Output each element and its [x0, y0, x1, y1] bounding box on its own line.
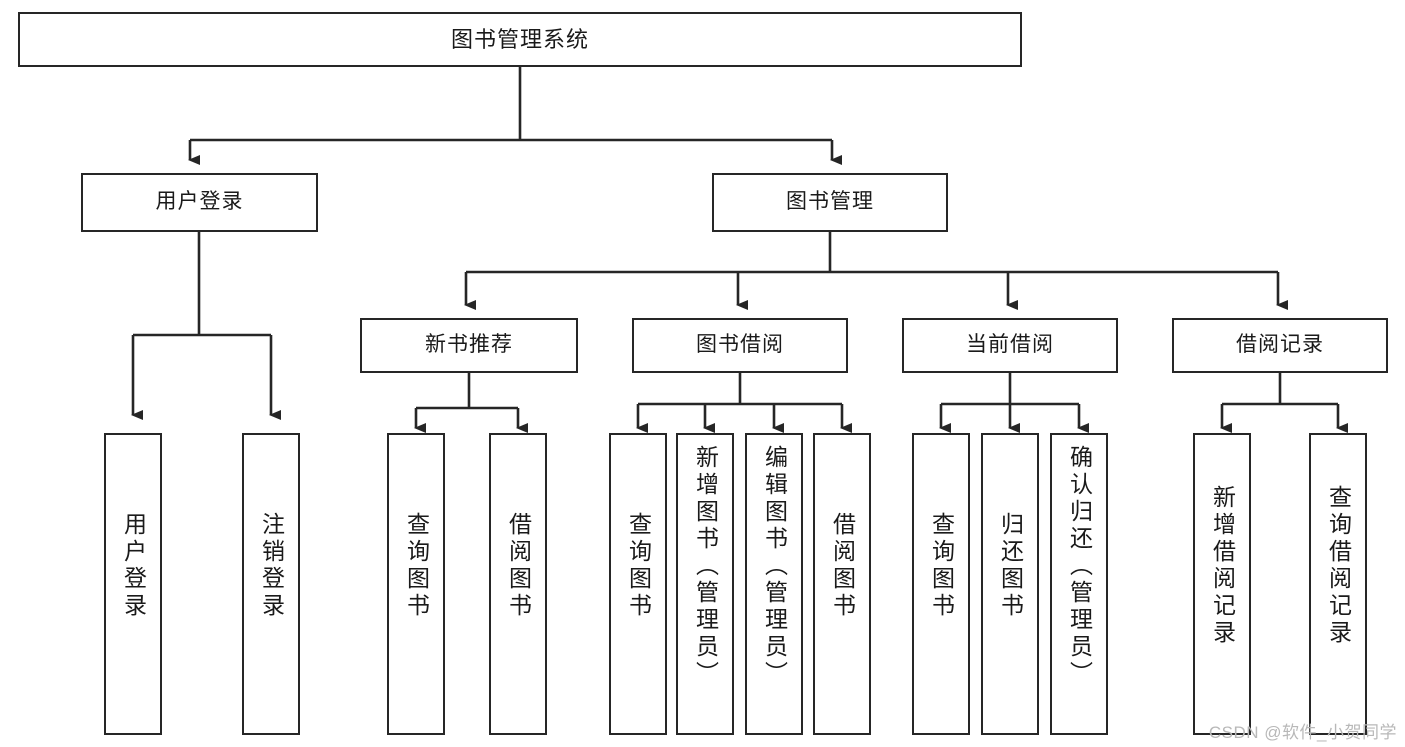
node-label: 查询图书 — [928, 512, 955, 620]
node-borrow-records[interactable]: 借阅记录 — [1172, 318, 1388, 373]
leaf-add-borrow-record[interactable]: 新增借阅记录 — [1193, 433, 1251, 735]
leaf-query-book-borrow[interactable]: 查询图书 — [609, 433, 667, 735]
node-book-management[interactable]: 图书管理 — [712, 173, 948, 232]
node-label: 图书管理 — [786, 190, 874, 214]
leaf-return-book[interactable]: 归还图书 — [981, 433, 1039, 735]
node-label: 图书借阅 — [696, 333, 784, 357]
leaf-edit-book-admin[interactable]: 编辑图书（管理员） — [745, 433, 803, 735]
leaf-borrow-book[interactable]: 借阅图书 — [813, 433, 871, 735]
node-label: 查询借阅记录 — [1325, 485, 1352, 647]
node-label: 归还图书 — [997, 512, 1024, 620]
leaf-confirm-return-admin[interactable]: 确认归还（管理员） — [1050, 433, 1108, 735]
node-label: 新增借阅记录 — [1209, 485, 1236, 647]
node-label: 当前借阅 — [966, 333, 1054, 357]
node-label: 编辑图书（管理员） — [761, 445, 788, 688]
leaf-user-login[interactable]: 用户登录 — [104, 433, 162, 735]
leaf-query-book-recommend[interactable]: 查询图书 — [387, 433, 445, 735]
node-label: 查询图书 — [403, 512, 430, 620]
node-new-book-recommendation[interactable]: 新书推荐 — [360, 318, 578, 373]
watermark: CSDN @软件_小贺同学 — [1208, 723, 1397, 742]
leaf-query-book-current[interactable]: 查询图书 — [912, 433, 970, 735]
node-current-borrow[interactable]: 当前借阅 — [902, 318, 1118, 373]
leaf-add-book-admin[interactable]: 新增图书（管理员） — [676, 433, 734, 735]
node-label: 注销登录 — [258, 512, 285, 620]
node-label: 确认归还（管理员） — [1066, 445, 1093, 688]
leaf-borrow-book-recommend[interactable]: 借阅图书 — [489, 433, 547, 735]
node-label: 借阅图书 — [829, 512, 856, 620]
node-root-system[interactable]: 图书管理系统 — [18, 12, 1022, 67]
node-label: 用户登录 — [120, 512, 147, 620]
node-book-borrow[interactable]: 图书借阅 — [632, 318, 848, 373]
node-label: 图书管理系统 — [450, 26, 589, 52]
node-label: 借阅记录 — [1236, 333, 1324, 357]
node-label: 新增图书（管理员） — [692, 445, 719, 688]
node-label: 用户登录 — [155, 190, 244, 214]
node-label: 借阅图书 — [505, 512, 532, 620]
node-user-login[interactable]: 用户登录 — [81, 173, 318, 232]
leaf-query-borrow-record[interactable]: 查询借阅记录 — [1309, 433, 1367, 735]
leaf-logout[interactable]: 注销登录 — [242, 433, 300, 735]
node-label: 查询图书 — [625, 512, 652, 620]
node-label: 新书推荐 — [425, 333, 513, 357]
